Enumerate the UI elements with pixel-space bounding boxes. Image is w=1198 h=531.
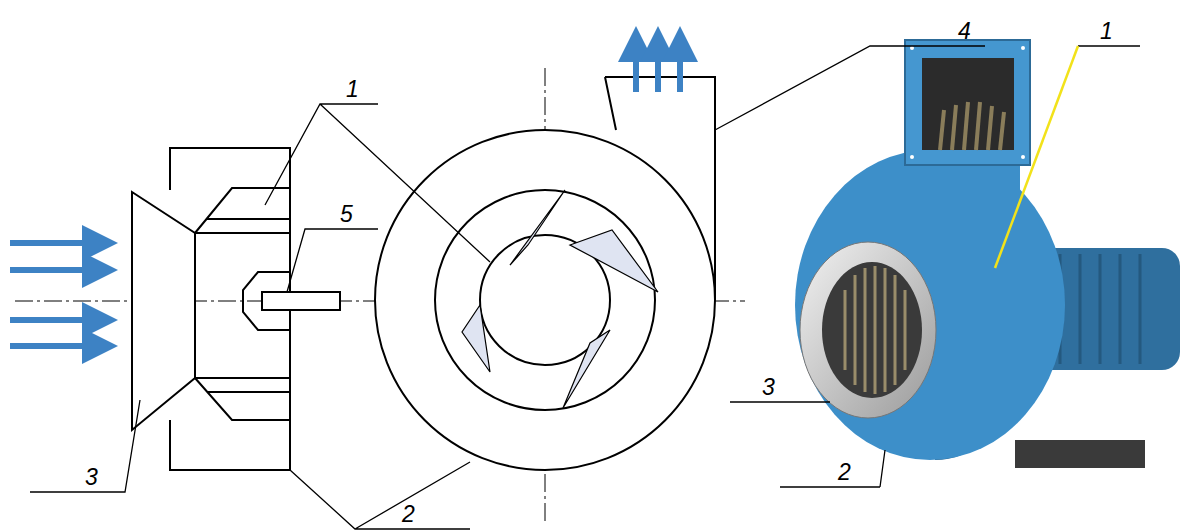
callout-number: 3 <box>762 376 775 399</box>
callout-number: 4 <box>958 20 971 43</box>
callout-number: 3 <box>85 466 98 489</box>
callout-number: 1 <box>346 78 359 101</box>
callout-number: 1 <box>1100 20 1113 43</box>
callout-number: 2 <box>838 461 851 484</box>
callout-number: 2 <box>402 503 415 526</box>
callout-number: 5 <box>340 203 353 226</box>
